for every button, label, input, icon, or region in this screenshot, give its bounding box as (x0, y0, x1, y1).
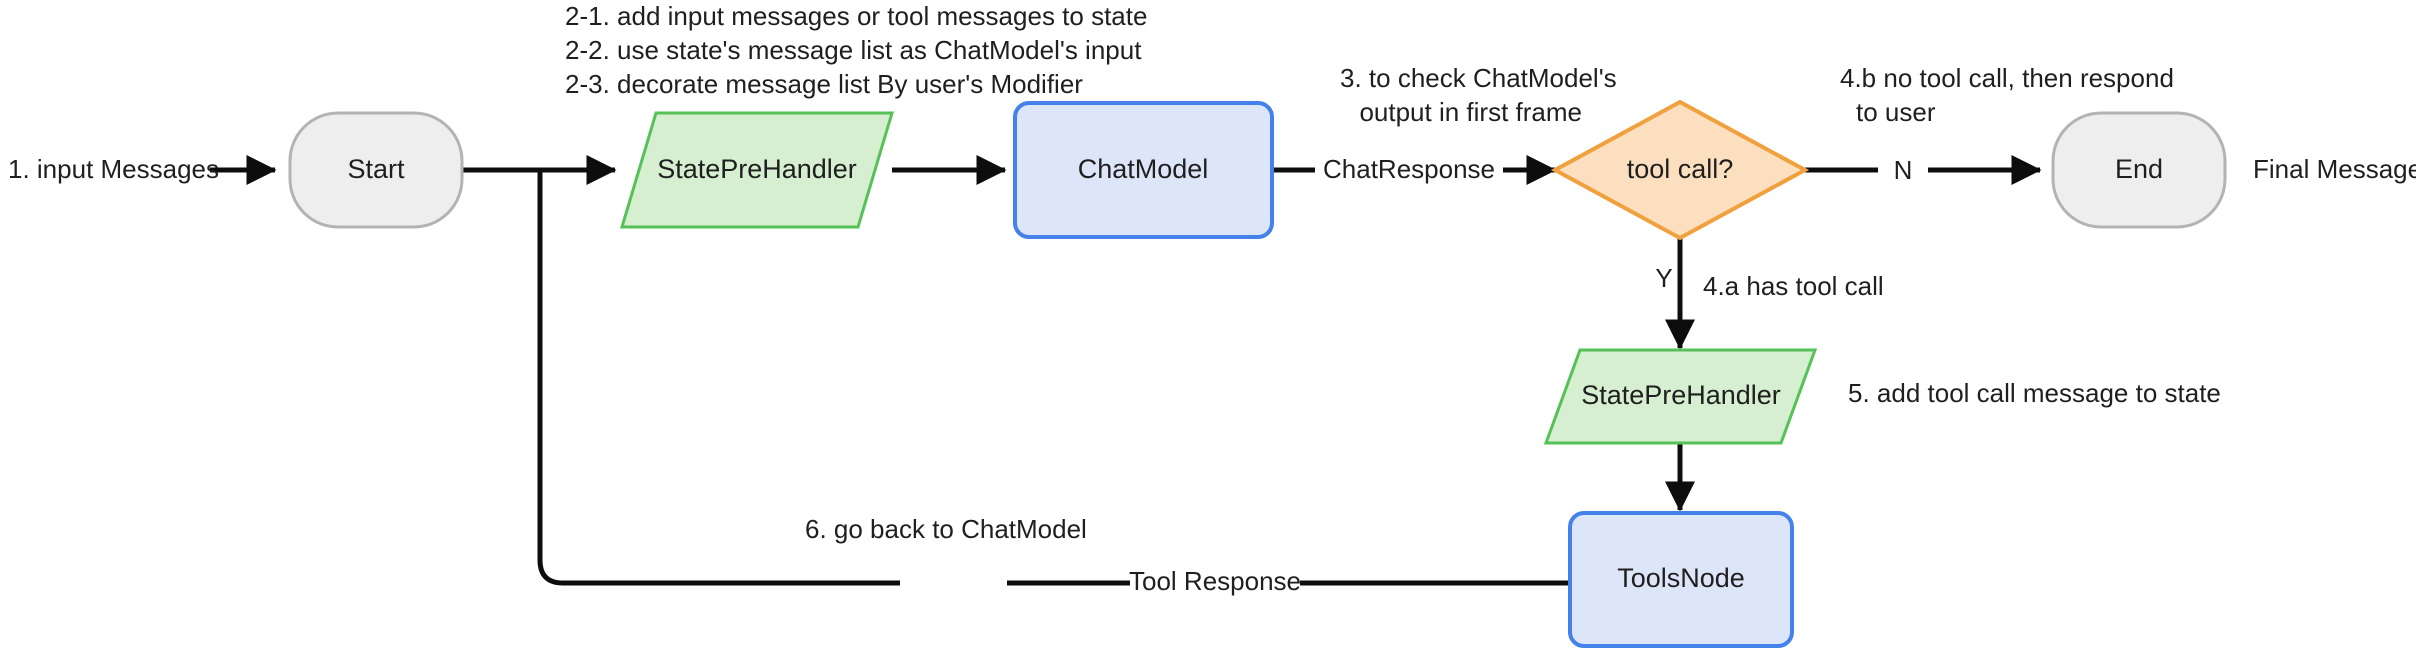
node-tool-call-decision[interactable]: tool call? (1550, 99, 1810, 241)
node-state-pre-handler-bottom[interactable]: StatePreHandler (1543, 348, 1818, 445)
annotation-step4b-line1: 4.b no tool call, then respond (1840, 63, 2174, 93)
node-state-pre-handler-top[interactable]: StatePreHandler (619, 111, 895, 229)
annotation-step4b-line2: to user (1856, 97, 1936, 127)
edge-label-tool-response: Tool Response (1129, 566, 1301, 596)
annotation-step2-line3: 2-3. decorate message list By user's Mod… (565, 69, 1083, 99)
end-shape (2051, 111, 2227, 229)
node-chat-model[interactable]: ChatModel (1013, 101, 1274, 239)
state-pre-handler-top-shape (619, 111, 895, 229)
annotation-step5: 5. add tool call message to state (1848, 378, 2221, 408)
start-shape (288, 111, 464, 229)
tools-node-label: ToolsNode (1617, 563, 1745, 593)
tool-call-decision-shape (1550, 99, 1810, 241)
node-start[interactable]: Start (288, 111, 464, 229)
state-pre-handler-bottom-shape (1543, 348, 1818, 445)
chat-model-label: ChatModel (1078, 154, 1209, 184)
chat-model-shape (1013, 101, 1274, 239)
annotation-step3-line1: 3. to check ChatModel's (1340, 63, 1617, 93)
branch-label-yes: Y (1655, 263, 1672, 293)
state-pre-handler-bottom-label: StatePreHandler (1581, 380, 1781, 410)
node-end[interactable]: End (2051, 111, 2227, 229)
edge-label-input-messages: 1. input Messages (8, 154, 219, 184)
node-tools-node[interactable]: ToolsNode (1568, 511, 1794, 648)
edge-label-chat-response: ChatResponse (1323, 154, 1495, 184)
branch-label-no: N (1894, 155, 1913, 185)
annotation-step4a: 4.a has tool call (1703, 271, 1884, 301)
edge-feedback-riser (537, 170, 900, 586)
annotation-step6: 6. go back to ChatModel (805, 514, 1087, 544)
state-pre-handler-top-label: StatePreHandler (657, 154, 857, 184)
edge-label-final-message: Final Message (2253, 154, 2416, 184)
annotation-step2-line1: 2-1. add input messages or tool messages… (565, 1, 1147, 31)
annotation-step2-line2: 2-2. use state's message list as ChatMod… (565, 35, 1142, 65)
start-label: Start (347, 154, 405, 184)
annotation-step3-line2: output in first frame (1359, 97, 1582, 127)
tools-node-shape (1568, 511, 1794, 648)
end-label: End (2115, 154, 2163, 184)
tool-call-decision-label: tool call? (1627, 154, 1734, 184)
